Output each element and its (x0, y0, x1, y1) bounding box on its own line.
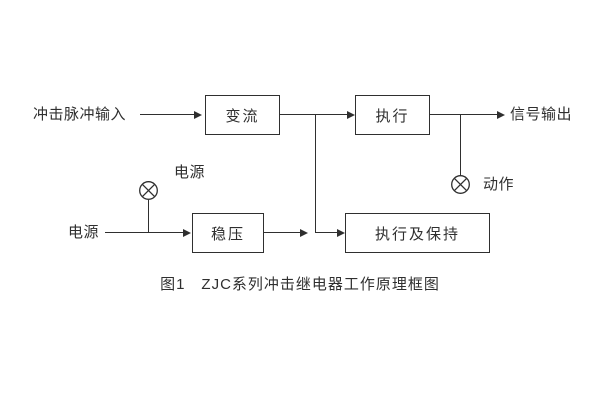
arrowhead-icon (347, 111, 355, 119)
label-power-indicator: 电源 (174, 164, 206, 181)
block-convert: 变流 (205, 95, 280, 135)
connector-line (315, 114, 316, 233)
arrowhead-icon (194, 111, 202, 119)
label-action: 动作 (483, 176, 515, 193)
block-regulate: 稳压 (192, 213, 264, 253)
label-power-source: 电源 (68, 224, 100, 241)
action-lamp-icon (451, 175, 470, 194)
connector-line (140, 114, 194, 115)
arrowhead-icon (497, 111, 505, 119)
label-signal-output: 信号输出 (510, 106, 573, 123)
connector-line (280, 114, 347, 115)
connector-line (264, 232, 300, 233)
connector-line (460, 115, 461, 175)
arrowhead-icon (337, 229, 345, 237)
connector-line (315, 232, 337, 233)
block-convert-label: 变流 (225, 107, 260, 125)
block-execute: 执行 (355, 95, 430, 135)
label-impulse-input: 冲击脉冲输入 (33, 106, 127, 123)
block-execute-hold-label: 执行及保持 (374, 225, 460, 243)
block-regulate-label: 稳压 (210, 225, 245, 243)
power-lamp-icon (139, 181, 158, 200)
arrowhead-icon (183, 229, 191, 237)
block-execute-hold: 执行及保持 (345, 213, 490, 253)
block-execute-label: 执行 (375, 107, 410, 125)
arrowhead-icon (300, 229, 308, 237)
connector-line (105, 232, 183, 233)
connector-line (430, 114, 497, 115)
diagram-caption: 图1 ZJC系列冲击继电器工作原理框图 (160, 276, 440, 293)
connector-line (148, 200, 149, 232)
